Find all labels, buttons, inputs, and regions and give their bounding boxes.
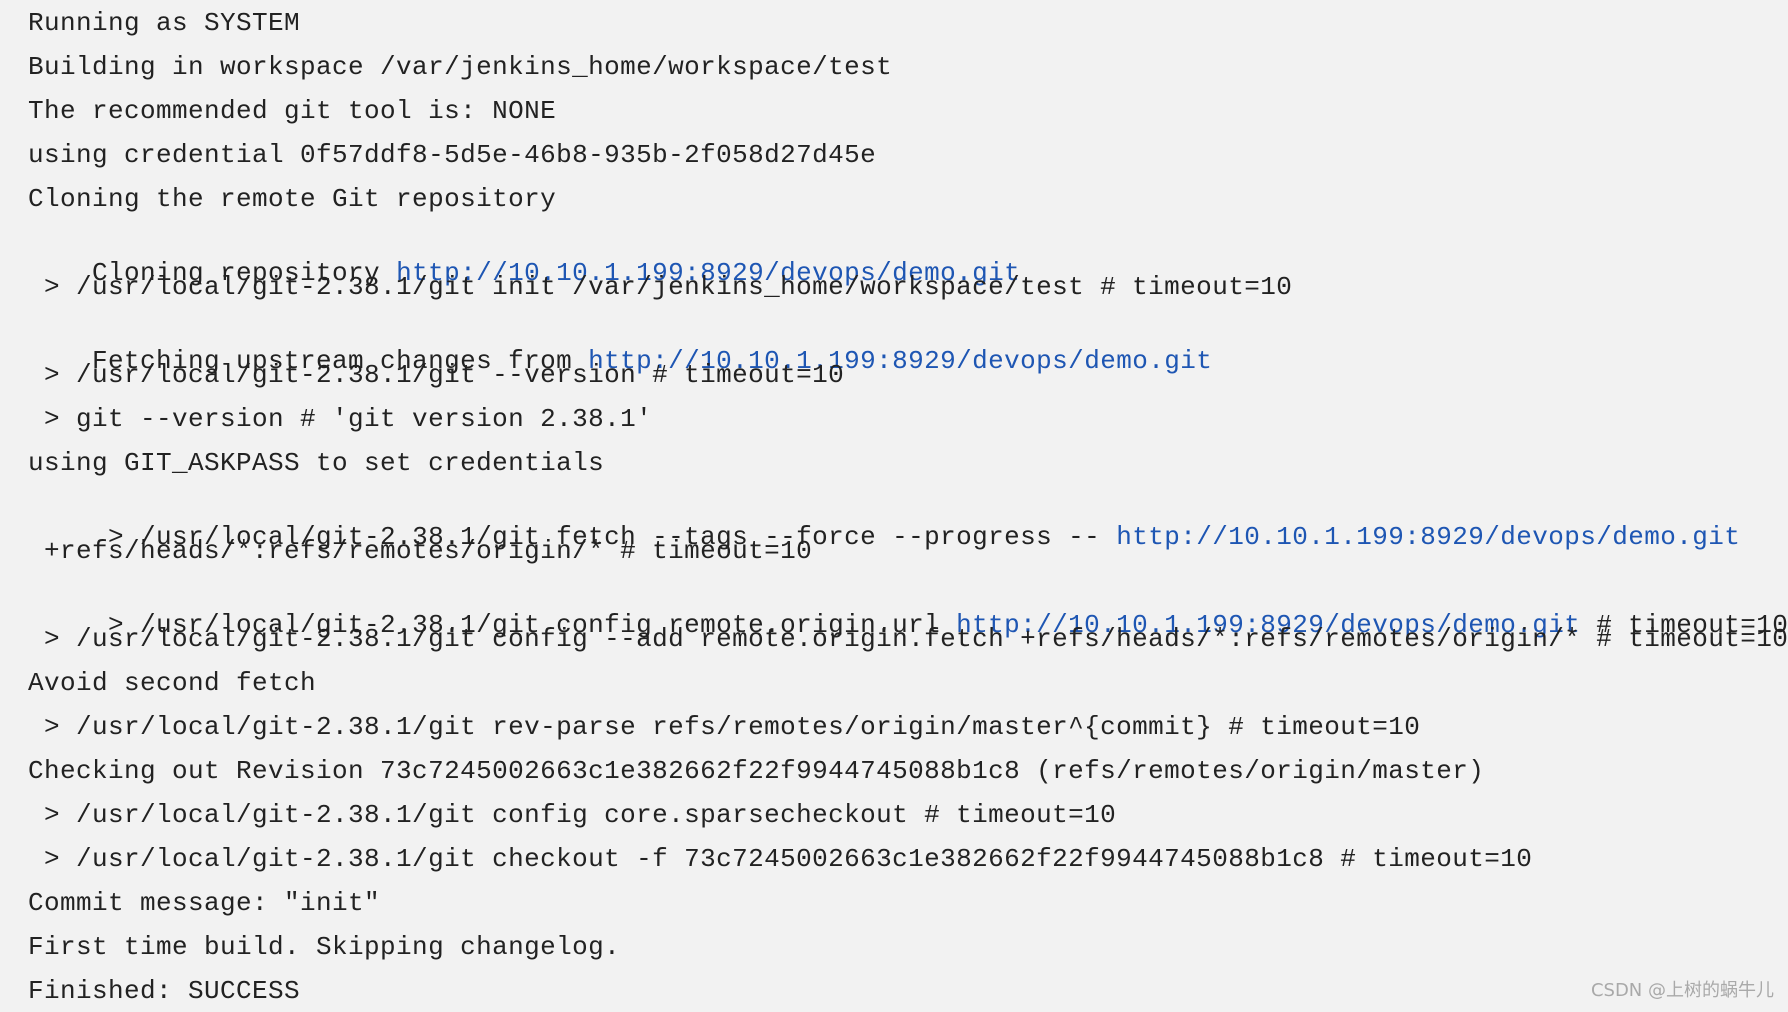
console-line: > git --version # 'git version 2.38.1' (28, 404, 653, 434)
console-line: > /usr/local/git-2.38.1/git fetch --tags… (28, 492, 1740, 552)
console-line: > /usr/local/git-2.38.1/git rev-parse re… (28, 712, 1421, 742)
console-line: Commit message: "init" (28, 888, 381, 918)
repository-link[interactable]: http://10.10.1.199:8929/devops/demo.git (1116, 522, 1741, 552)
console-line: > /usr/local/git-2.38.1/git checkout -f … (28, 844, 1533, 874)
console-line: > /usr/local/git-2.38.1/git --version # … (28, 360, 845, 390)
console-line: The recommended git tool is: NONE (28, 96, 557, 126)
console-line: > /usr/local/git-2.38.1/git config remot… (28, 580, 1788, 640)
console-line: +refs/heads/*:refs/remotes/origin/* # ti… (28, 536, 813, 566)
console-line: > /usr/local/git-2.38.1/git init /var/je… (28, 272, 1293, 302)
console-text: > /usr/local/git-2.38.1/git fetch --tags… (92, 522, 1117, 552)
console-line: Finished: SUCCESS (28, 976, 301, 1006)
repository-link[interactable]: http://10.10.1.199:8929/devops/demo.git (588, 346, 1213, 376)
console-line: Cloning the remote Git repository (28, 184, 557, 214)
console-text: # timeout=10 (1580, 610, 1788, 640)
console-line: Avoid second fetch (28, 668, 317, 698)
console-text: > /usr/local/git-2.38.1/git config remot… (92, 610, 957, 640)
console-output: Running as SYSTEM Building in workspace … (28, 0, 1788, 1012)
console-line: Running as SYSTEM (28, 8, 301, 38)
console-line: using GIT_ASKPASS to set credentials (28, 448, 605, 478)
console-line: Fetching upstream changes from http://10… (28, 316, 1212, 376)
console-line: Cloning repository http://10.10.1.199:89… (28, 228, 1020, 288)
console-line: using credential 0f57ddf8-5d5e-46b8-935b… (28, 140, 877, 170)
console-line: > /usr/local/git-2.38.1/git config --add… (28, 624, 1788, 654)
console-text: Fetching upstream changes from (92, 346, 589, 376)
console-line: > /usr/local/git-2.38.1/git config core.… (28, 800, 1117, 830)
watermark: CSDN @上树的蜗牛儿 (1590, 980, 1774, 1001)
console-line: First time build. Skipping changelog. (28, 932, 621, 962)
repository-link[interactable]: http://10.10.1.199:8929/devops/demo.git (396, 258, 1021, 288)
console-line: Building in workspace /var/jenkins_home/… (28, 52, 893, 82)
repository-link[interactable]: http://10.10.1.199:8929/devops/demo.git (956, 610, 1581, 640)
console-text: Cloning repository (92, 258, 397, 288)
console-line: Checking out Revision 73c7245002663c1e38… (28, 756, 1485, 786)
